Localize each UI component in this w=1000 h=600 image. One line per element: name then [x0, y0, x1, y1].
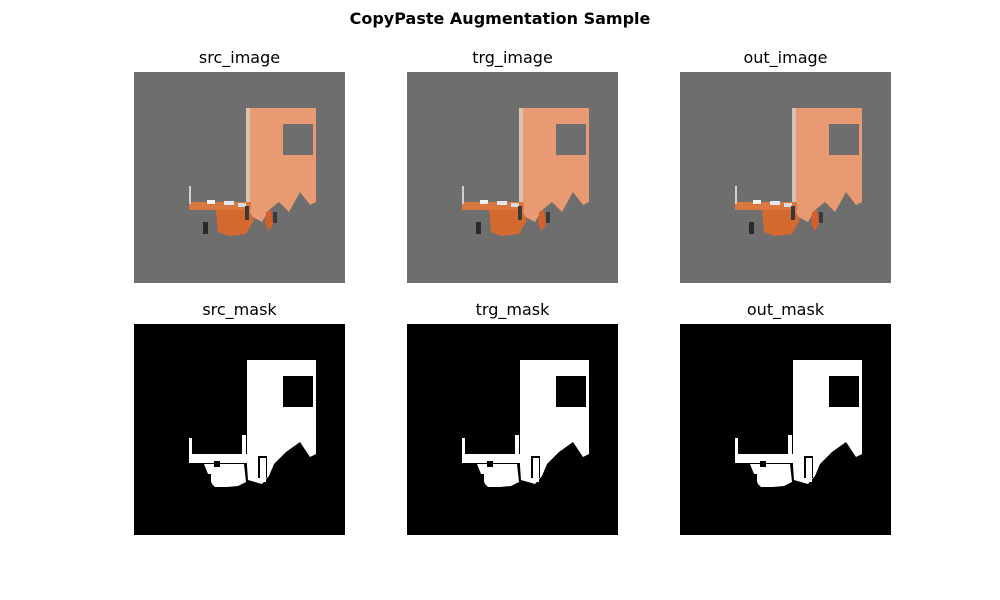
object-edge: [246, 108, 250, 208]
object-bar: [462, 202, 524, 210]
mask-hole: [829, 376, 859, 407]
object-bar-highlight: [238, 203, 246, 207]
trg-mask-panel: [407, 324, 618, 535]
object-leg: [546, 212, 550, 223]
mask-gap: [479, 474, 484, 488]
out-mask-title: out_mask: [746, 300, 825, 319]
object-bar-highlight: [753, 200, 761, 204]
mask-blob: [477, 464, 519, 488]
out-image-title: out_image: [743, 48, 828, 67]
object-leg: [203, 222, 208, 234]
object-bar-highlight: [770, 201, 780, 205]
mask-gap: [760, 461, 766, 467]
trg-image-panel: [407, 72, 618, 283]
object-bar-highlight: [497, 201, 507, 205]
object-leg: [273, 212, 277, 223]
src-mask-title: src_mask: [202, 300, 277, 319]
mask-bar: [735, 454, 795, 463]
src-image-panel: [134, 72, 345, 283]
object-leg: [819, 212, 823, 223]
mask-baseline: [202, 487, 274, 489]
trg-image-canvas: [407, 72, 618, 283]
object-leg: [245, 206, 249, 220]
mask-baseline: [748, 487, 820, 489]
mask-hole: [283, 376, 313, 407]
object-bar-highlight: [784, 203, 792, 207]
object-post: [189, 186, 191, 204]
object-hole: [556, 124, 586, 155]
mask-baseline: [475, 487, 547, 489]
object-hole: [283, 124, 313, 155]
mask-post: [242, 435, 246, 456]
out-mask-panel: [680, 324, 891, 535]
mask-gap: [214, 461, 220, 467]
object-bar: [735, 202, 797, 210]
trg-mask-canvas: [407, 324, 618, 535]
src-image-canvas: [134, 72, 345, 283]
object-drop: [538, 210, 546, 231]
object-edge: [792, 108, 796, 208]
src-mask-panel: [134, 324, 345, 535]
trg-mask-title: trg_mask: [475, 300, 550, 319]
out-image-panel: [680, 72, 891, 283]
object-blob: [216, 210, 254, 236]
mask-post: [462, 438, 465, 456]
object-blob: [489, 210, 527, 236]
object-hole: [829, 124, 859, 155]
mask-post: [788, 435, 792, 456]
mask-blob: [750, 464, 792, 488]
object-post: [735, 186, 737, 204]
trg-image-title: trg_image: [472, 48, 553, 67]
object-post: [462, 186, 464, 204]
object-leg: [749, 222, 754, 234]
mask-gap: [752, 474, 757, 488]
mask-gap: [487, 461, 493, 467]
mask-post: [735, 438, 738, 456]
mask-gap: [206, 474, 211, 488]
mask-leg: [806, 458, 812, 482]
mask-post: [515, 435, 519, 456]
mask-hole: [556, 376, 586, 407]
src-mask-canvas: [134, 324, 345, 535]
object-blob: [762, 210, 800, 236]
object-leg: [476, 222, 481, 234]
object-leg: [518, 206, 522, 220]
object-bar-highlight: [480, 200, 488, 204]
mask-bar: [462, 454, 522, 463]
object-bar: [189, 202, 251, 210]
object-leg: [791, 206, 795, 220]
mask-blob: [204, 464, 246, 488]
object-drop: [811, 210, 819, 231]
object-bar-highlight: [207, 200, 215, 204]
object-drop: [265, 210, 273, 231]
mask-leg: [260, 458, 266, 482]
mask-bar: [189, 454, 249, 463]
object-bar-highlight: [511, 203, 519, 207]
src-image-title: src_image: [198, 48, 281, 67]
mask-post: [189, 438, 192, 456]
out-mask-canvas: [680, 324, 891, 535]
mask-leg: [533, 458, 539, 482]
object-bar-highlight: [224, 201, 234, 205]
object-edge: [519, 108, 523, 208]
figure-title: CopyPaste Augmentation Sample: [349, 9, 651, 28]
out-image-canvas: [680, 72, 891, 283]
